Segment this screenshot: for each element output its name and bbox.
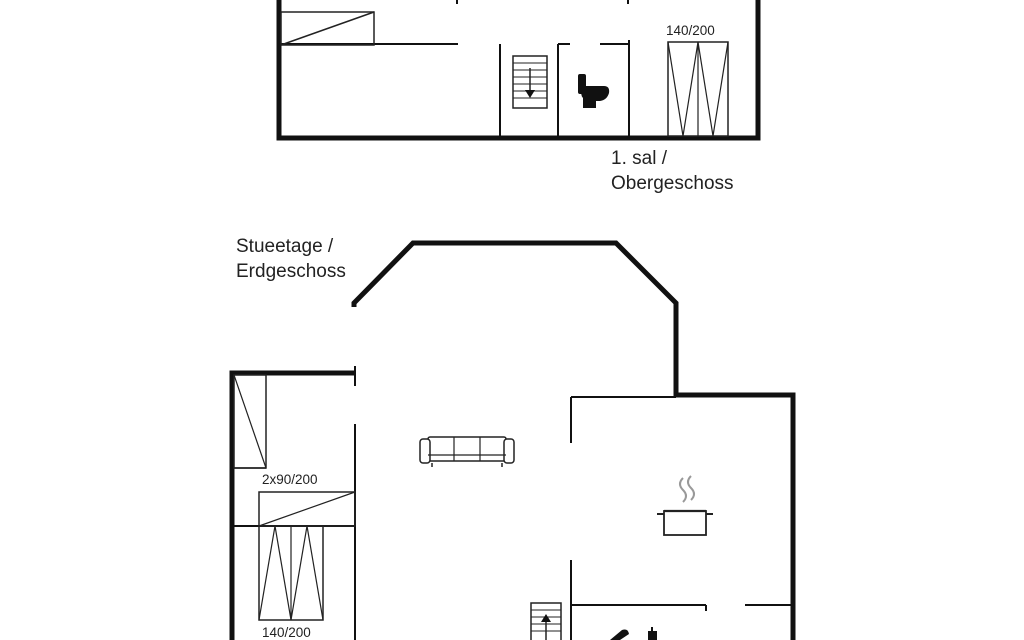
ground-double-bed-size-label: 140/200 [262, 625, 311, 640]
upper-floor-label-line2: Obergeschoss [611, 173, 734, 194]
kitchen-appliance-icon [610, 627, 657, 640]
ground-floor-label-line2: Erdgeschoss [236, 261, 346, 282]
toilet-icon [578, 74, 610, 108]
sofa-icon [419, 436, 515, 467]
upper-bed-size-label: 140/200 [666, 23, 715, 38]
upper-single-bed-icon [280, 11, 375, 46]
cooking-pot-icon [657, 475, 713, 536]
ground-outer-wall [351, 240, 796, 640]
twin-bed-icon [258, 491, 356, 527]
wardrobe-icon [233, 374, 267, 469]
upper-outer-wall [276, 0, 761, 141]
upper-double-bed-icon [667, 41, 729, 137]
staircase-down-icon [512, 55, 548, 109]
upper-floor [276, 0, 761, 141]
ground-twin-bed-size-label: 2x90/200 [262, 472, 318, 487]
ground-double-bed-icon [258, 525, 324, 621]
ground-floor [229, 240, 796, 640]
staircase-up-icon [530, 602, 562, 640]
ground-floor-label-line1: Stueetage / [236, 236, 334, 257]
upper-floor-label-line1: 1. sal / [611, 148, 667, 169]
ground-left-wall [229, 370, 354, 640]
